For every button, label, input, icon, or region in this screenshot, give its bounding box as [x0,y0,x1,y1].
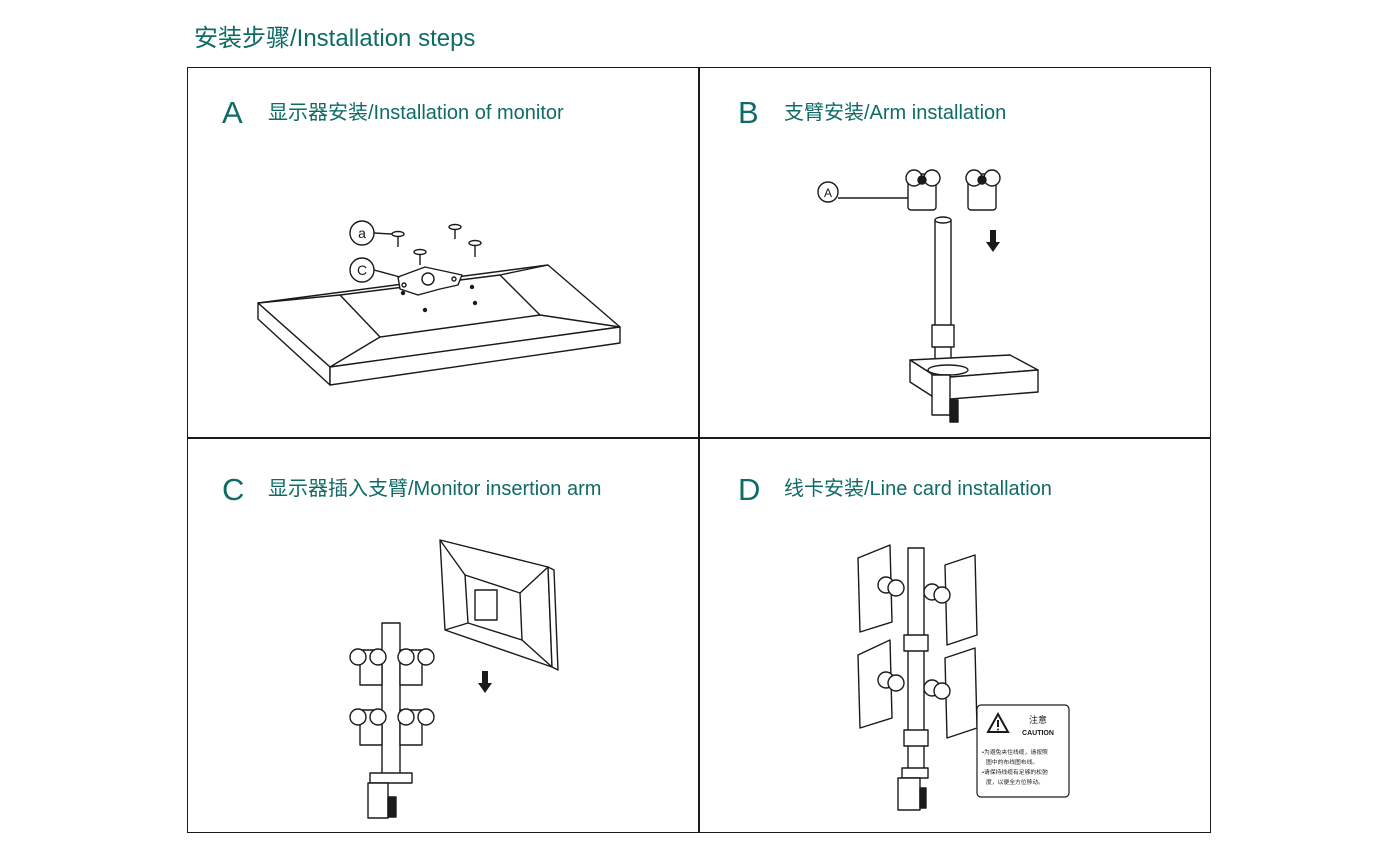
step-c-letter: C [222,472,245,507]
arm-installation-illustration: A [817,169,1039,423]
screws [391,223,482,265]
callout-a: a [358,225,366,241]
line-card [903,634,929,652]
step-a-title: 显示器安装/Installation of monitor [268,102,564,124]
line-card-illustration [857,544,978,811]
monitor-mount-illustration: a C [257,220,621,386]
caution-title-cn: 注意 [1029,714,1047,725]
grid-horizontal-divider [187,437,1211,439]
page-title: 安装步骤/Installation steps [194,25,476,52]
step-a-letter: A [222,95,243,130]
caution-line-1: •为避免夹住线缆，请按照 [982,748,1048,756]
step-d-letter: D [738,472,761,507]
caution-line-3: •请保持线缆有足够的松弛 [982,768,1048,776]
step-d-title: 线卡安装/Line card installation [784,478,1052,500]
caution-line-4: 度，以便全方位移动。 [986,778,1044,786]
callout-arm: A [824,186,832,200]
step-b-letter: B [738,95,759,130]
callout-c: C [357,262,367,278]
down-arrow-icon [986,230,1000,252]
step-b-title: 支臂安装/Arm installation [784,102,1007,124]
monitor-insertion-illustration [349,539,559,819]
pole [381,622,401,779]
down-arrow-icon [478,671,492,693]
grid-vertical-divider [698,67,700,833]
caution-label: 注意 CAUTION •为避免夹住线缆，请按照 图中的布线图布线。 •请保持线缆… [976,704,1070,798]
step-c-title: 显示器插入支臂/Monitor insertion arm [268,478,602,500]
line-card [903,729,929,747]
caution-line-2: 图中的布线图布线。 [986,758,1038,766]
caution-title-en: CAUTION [1022,730,1054,737]
